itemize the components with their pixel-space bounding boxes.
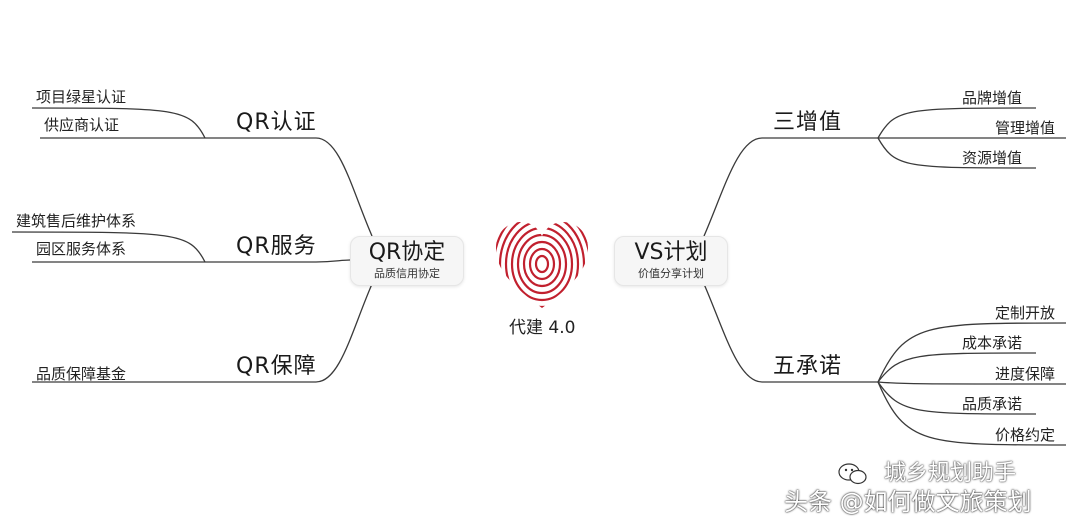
left-hub: QR协定 品质信用协定 [350, 236, 464, 286]
right-hub-subtitle: 价值分享计划 [638, 267, 704, 280]
connector-hub-to-five [703, 283, 763, 383]
connector-hub-to-qr-guarantee [315, 283, 373, 383]
left-hub-title: QR协定 [368, 240, 446, 265]
branch-three-value-add: 三增值 [773, 110, 843, 135]
right-hub-title: VS计划 [634, 240, 708, 265]
leaf-brand-value: 品牌增值 [962, 89, 1023, 107]
leaf-cost-promise: 成本承诺 [962, 334, 1023, 352]
leaf-management-value: 管理增值 [995, 119, 1056, 137]
leaf-building-maintenance: 建筑售后维护体系 [16, 212, 137, 230]
branch-qr-certification: QR认证 [236, 110, 317, 135]
leaf-project-green-star: 项目绿星认证 [36, 88, 127, 106]
connector-lf-green-star [31, 107, 206, 139]
center-label: 代建 4.0 [509, 318, 576, 338]
connector-rl-custom [877, 322, 1067, 383]
watermark-account: 城乡规划助手 [884, 461, 1017, 486]
leaf-quality-promise: 品质承诺 [962, 395, 1023, 413]
branch-qr-service: QR服务 [236, 234, 317, 259]
connector-lf-maint [11, 231, 206, 263]
left-hub-subtitle: 品质信用协定 [374, 267, 440, 280]
connector-hub-to-qr-service [315, 259, 351, 263]
branch-qr-guarantee: QR保障 [236, 354, 317, 379]
connector-rl-sched [877, 381, 1067, 385]
fingerprint-heart-icon [496, 222, 588, 308]
leaf-quality-fund: 品质保障基金 [36, 365, 127, 383]
wechat-icon [838, 463, 867, 485]
connector-rl-res [877, 137, 1037, 169]
leaf-price-agreement: 价格约定 [995, 426, 1056, 444]
connector-hub-to-three [703, 137, 763, 237]
leaf-supplier-cert: 供应商认证 [44, 116, 120, 134]
connector-rl-price [877, 381, 1067, 446]
watermark-author: 头条 @如何做文旅策划 [784, 488, 1032, 516]
branch-five-promises: 五承诺 [773, 354, 843, 379]
connector-hub-to-qr-cert [315, 137, 373, 237]
leaf-park-service: 园区服务体系 [36, 240, 127, 258]
connector-rl-brand [877, 107, 1037, 139]
right-hub: VS计划 价值分享计划 [614, 236, 728, 286]
leaf-resource-value: 资源增值 [962, 149, 1023, 167]
leaf-custom-open: 定制开放 [995, 304, 1056, 322]
leaf-schedule-guarantee: 进度保障 [995, 365, 1056, 383]
connector-rl-cost [877, 352, 1037, 383]
connector-rl-quality [877, 381, 1037, 415]
